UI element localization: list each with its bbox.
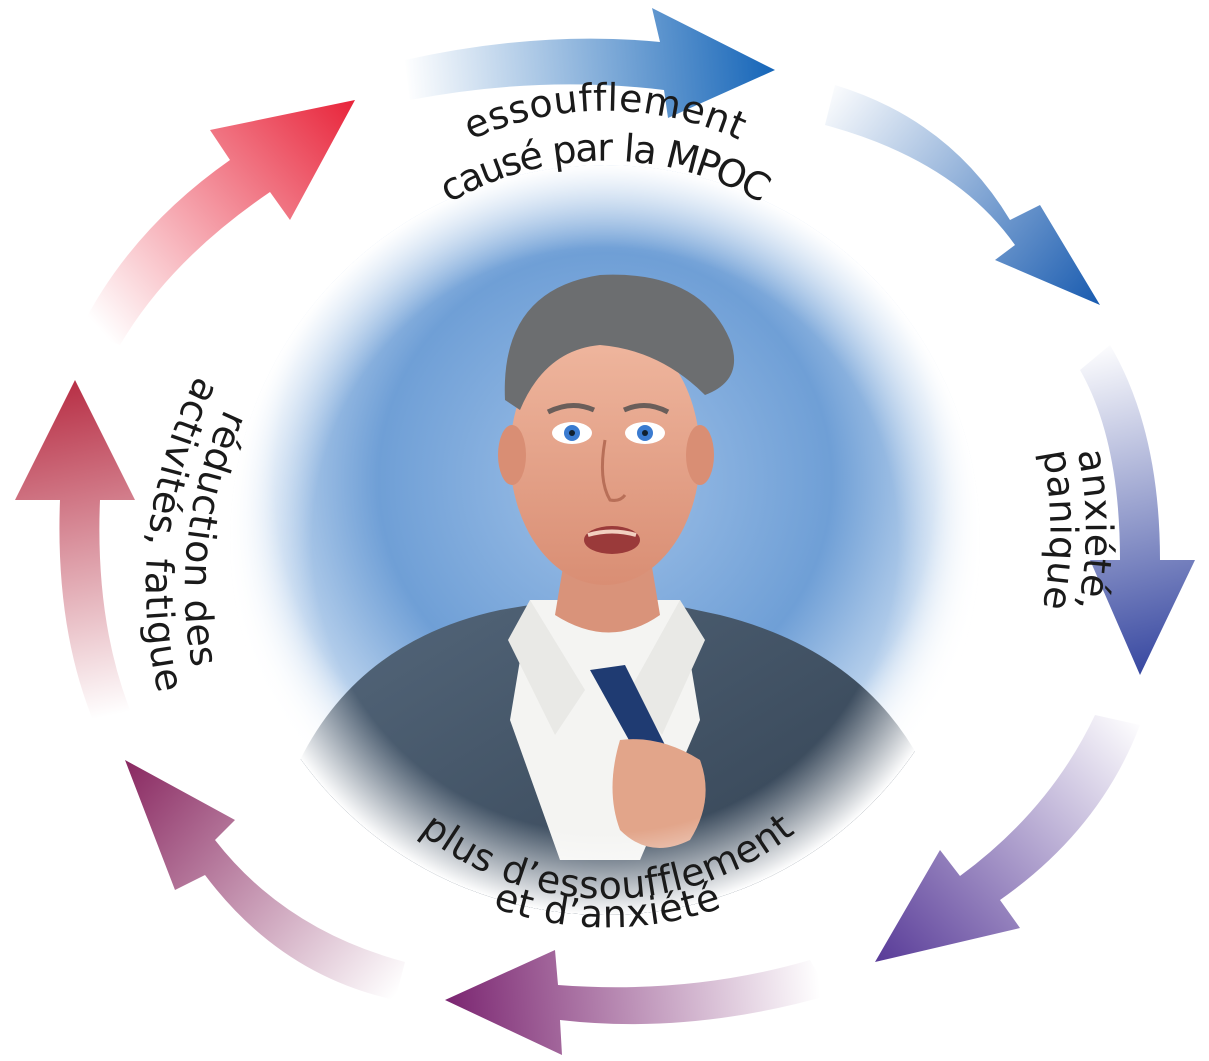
arrow-left-icon: [15, 380, 135, 725]
cycle-arrows: [15, 8, 1195, 1055]
arrow-top-left-icon: [80, 100, 355, 345]
arrow-top-icon: [405, 8, 775, 118]
arrow-bottom-left-icon: [125, 760, 405, 1000]
label-right-line1: anxiété,: [1069, 445, 1121, 615]
arrow-right-icon: [1080, 345, 1195, 675]
arrow-bottom-icon: [445, 950, 830, 1055]
arrow-top-right-icon: [825, 85, 1100, 305]
arrow-bottom-right-icon: [875, 715, 1140, 962]
